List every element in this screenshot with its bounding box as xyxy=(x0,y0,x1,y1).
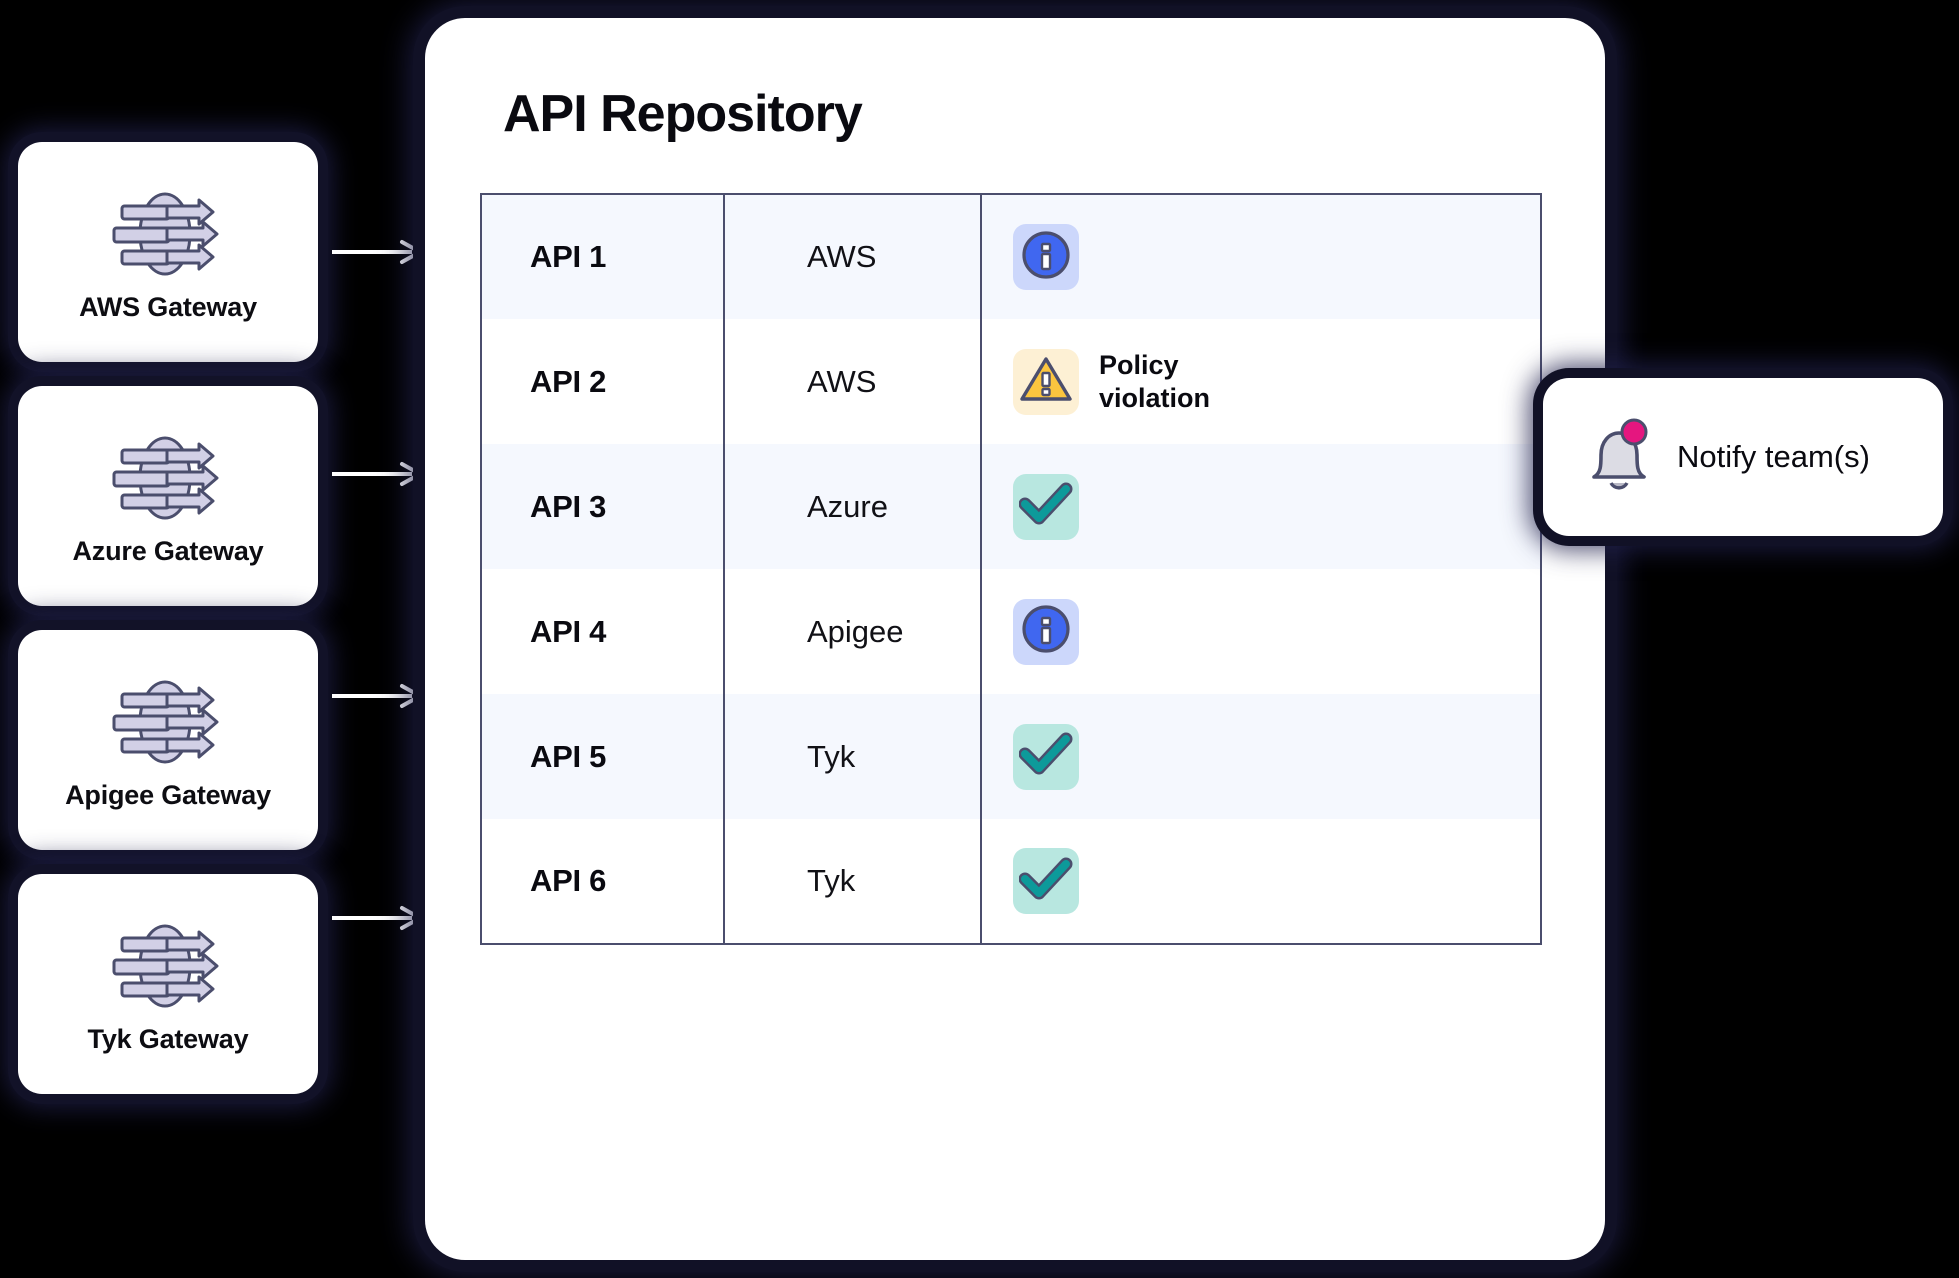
api-name-label: API 1 xyxy=(530,239,607,274)
check-icon xyxy=(1018,857,1073,906)
status-wrap xyxy=(1013,848,1540,914)
cell-api-name: API 1 xyxy=(481,194,725,319)
cell-vendor: Azure xyxy=(724,444,982,569)
status-badge[interactable] xyxy=(1013,473,1079,540)
gateway-card-apigee[interactable]: Apigee Gateway xyxy=(18,630,318,850)
api-name-label: API 4 xyxy=(530,613,607,649)
status-badge[interactable] xyxy=(1013,348,1079,415)
api-gateway-icon xyxy=(105,670,231,774)
table-row[interactable]: API 4 Apigee xyxy=(481,569,1541,694)
cell-api-name: API 4 xyxy=(481,569,725,694)
cell-vendor: AWS xyxy=(724,319,982,444)
vendor-label: Apigee xyxy=(807,613,904,649)
status-wrap xyxy=(1013,598,1540,665)
table-row[interactable]: API 6 Tyk xyxy=(481,819,1541,944)
gateway-card-label: Tyk Gateway xyxy=(87,1023,249,1054)
api-gateway-icon xyxy=(105,426,231,530)
status-wrap xyxy=(1013,224,1540,290)
cell-vendor: AWS xyxy=(724,194,982,319)
vendor-label: AWS xyxy=(807,363,877,399)
cell-vendor: Tyk xyxy=(724,694,982,819)
flow-arrow-4 xyxy=(332,903,424,933)
api-gateway-icon xyxy=(105,182,231,286)
status-badge[interactable] xyxy=(1013,723,1079,790)
status-wrap: Policy violation xyxy=(1013,348,1540,415)
check-icon xyxy=(1018,732,1073,781)
status-badge[interactable] xyxy=(1013,224,1079,290)
api-name-label: API 5 xyxy=(530,738,607,774)
table-row[interactable]: API 1 AWS xyxy=(481,194,1541,319)
status-text: Policy violation xyxy=(1099,350,1211,413)
api-name-label: API 2 xyxy=(530,363,607,399)
api-name-label: API 6 xyxy=(530,863,607,898)
vendor-label: AWS xyxy=(807,239,877,274)
flow-arrow-3 xyxy=(332,681,424,711)
cell-status xyxy=(981,819,1541,944)
status-wrap xyxy=(1013,723,1540,790)
cell-vendor: Tyk xyxy=(724,819,982,944)
api-repository-panel: API Repository API 1 AWS API 2 AWS Policy … xyxy=(425,18,1605,1260)
cell-status xyxy=(981,569,1541,694)
info-icon xyxy=(1020,229,1072,286)
warning-icon xyxy=(1019,354,1073,409)
cell-api-name: API 5 xyxy=(481,694,725,819)
api-name-label: API 3 xyxy=(530,488,607,524)
notify-teams-callout[interactable]: Notify team(s) xyxy=(1543,378,1943,536)
bell-icon xyxy=(1581,415,1655,500)
gateway-card-label: AWS Gateway xyxy=(79,291,257,322)
cell-vendor: Apigee xyxy=(724,569,982,694)
flow-arrow-1 xyxy=(332,237,424,267)
notify-teams-label: Notify team(s) xyxy=(1677,439,1870,474)
gateway-card-label: Apigee Gateway xyxy=(65,779,271,810)
gateway-card-tyk[interactable]: Tyk Gateway xyxy=(18,874,318,1094)
gateway-list: AWS Gateway Azure Gateway Apigee Gateway xyxy=(18,142,318,1094)
info-icon xyxy=(1020,603,1072,660)
gateway-card-azure[interactable]: Azure Gateway xyxy=(18,386,318,606)
gateway-card-aws[interactable]: AWS Gateway xyxy=(18,142,318,362)
table-row[interactable]: API 5 Tyk xyxy=(481,694,1541,819)
table-row[interactable]: API 2 AWS Policy violation xyxy=(481,319,1541,444)
cell-api-name: API 3 xyxy=(481,444,725,569)
page-title: API Repository xyxy=(503,85,863,143)
cell-status xyxy=(981,194,1541,319)
flow-arrow-2 xyxy=(332,459,424,489)
cell-status: Policy violation xyxy=(981,319,1541,444)
vendor-label: Tyk xyxy=(807,738,856,774)
cell-status xyxy=(981,694,1541,819)
api-gateway-icon xyxy=(105,914,231,1018)
cell-api-name: API 2 xyxy=(481,319,725,444)
status-badge[interactable] xyxy=(1013,598,1079,665)
status-badge[interactable] xyxy=(1013,848,1079,914)
check-icon xyxy=(1018,482,1073,531)
table-row[interactable]: API 3 Azure xyxy=(481,444,1541,569)
vendor-label: Tyk xyxy=(807,863,856,898)
gateway-card-label: Azure Gateway xyxy=(72,535,264,566)
cell-status xyxy=(981,444,1541,569)
status-wrap xyxy=(1013,473,1540,540)
vendor-label: Azure xyxy=(807,488,888,524)
cell-api-name: API 6 xyxy=(481,819,725,944)
